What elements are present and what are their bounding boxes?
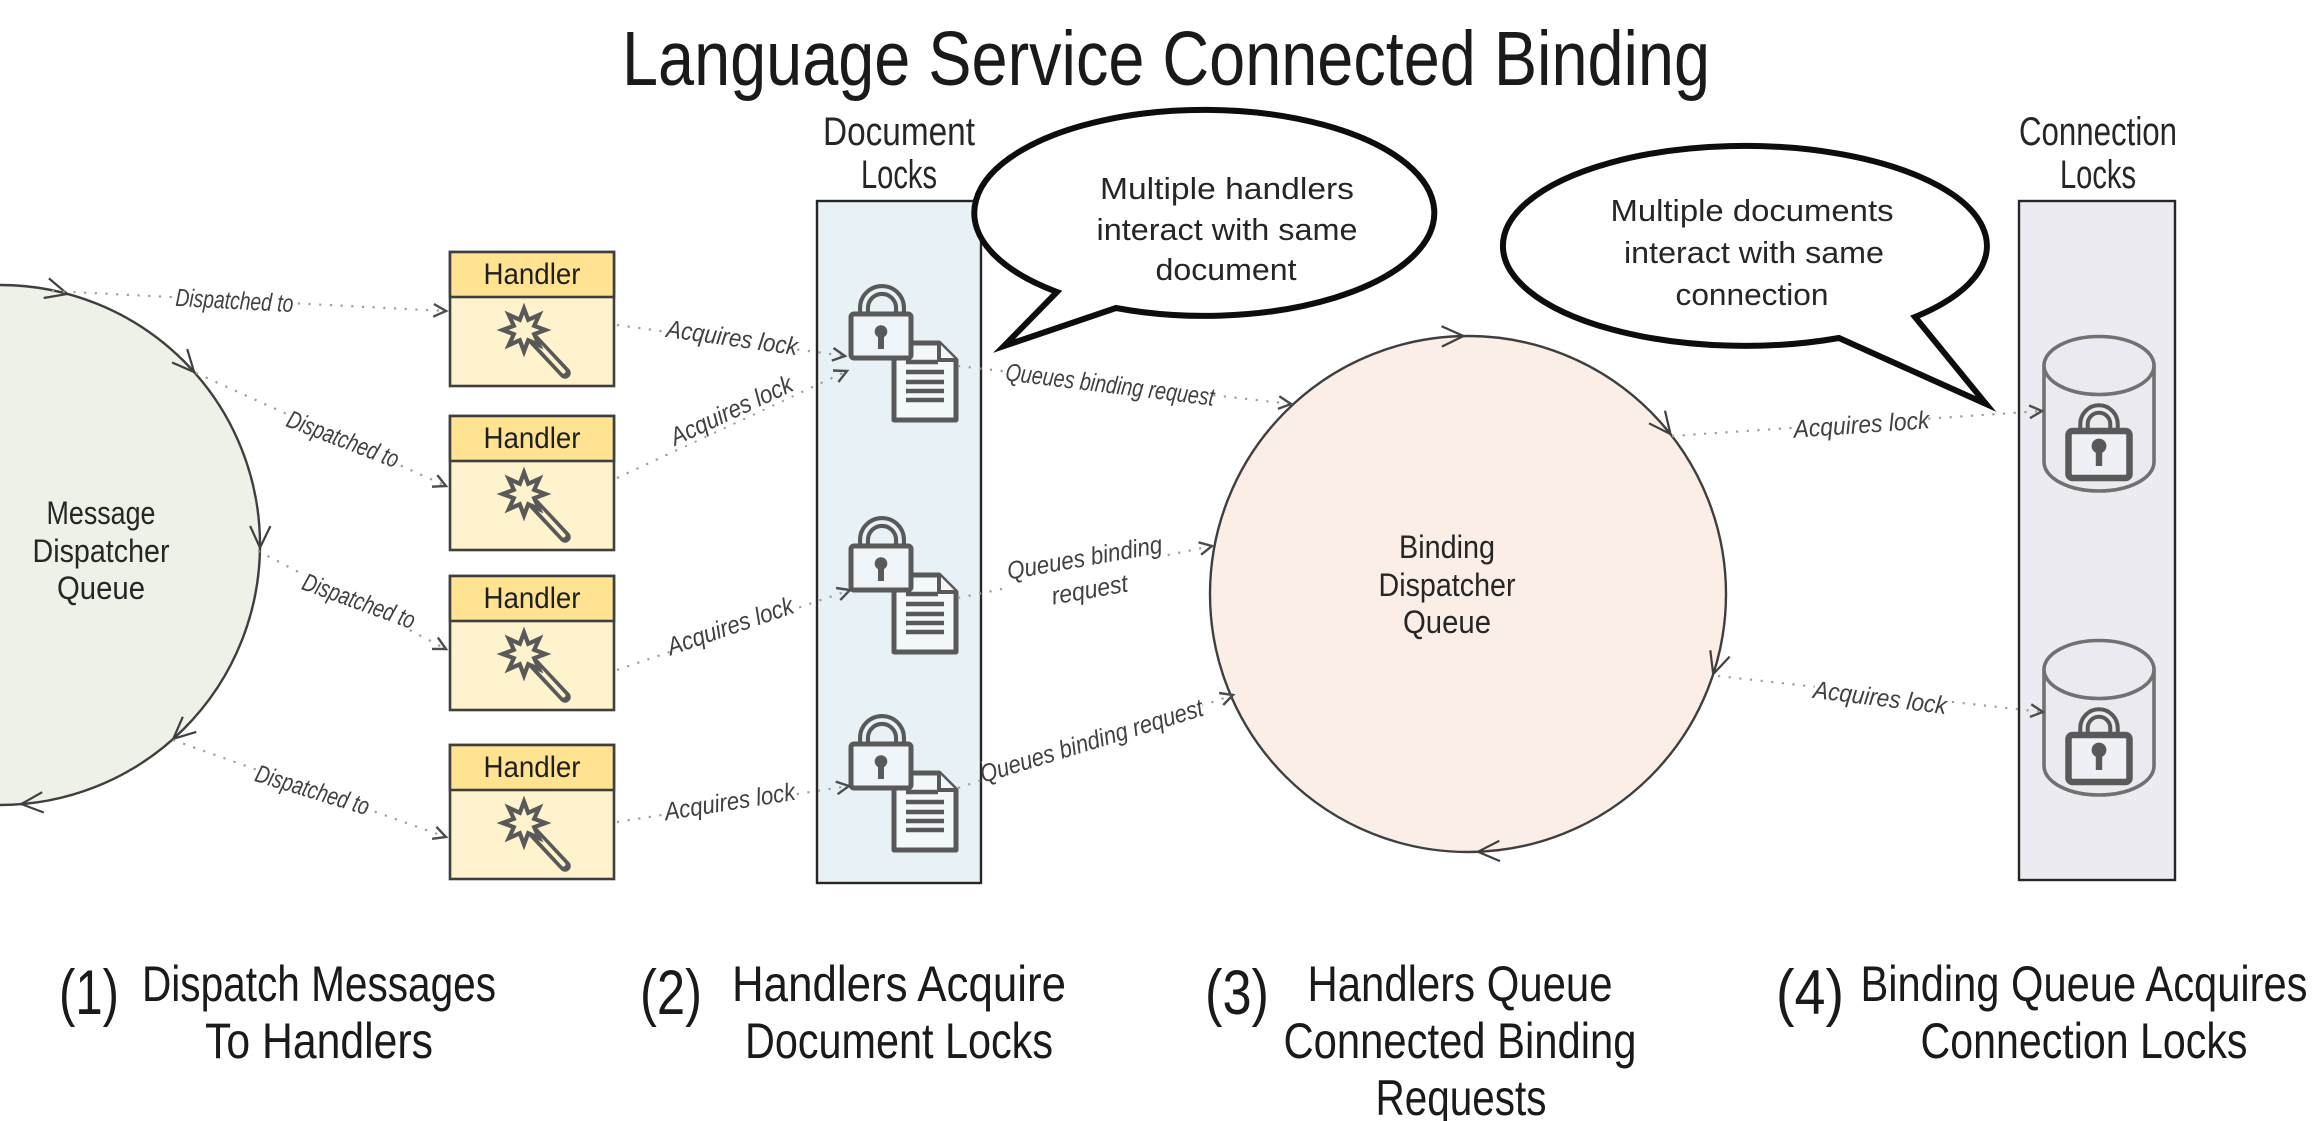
svg-text:Document Locks: Document Locks — [745, 1013, 1053, 1069]
svg-text:Dispatch Messages: Dispatch Messages — [142, 956, 496, 1012]
svg-text:Language Service Connected Bin: Language Service Connected Binding — [622, 16, 1710, 102]
svg-text:Handler: Handler — [484, 582, 581, 615]
svg-text:Multiple handlers: Multiple handlers — [1100, 171, 1354, 206]
svg-text:(1): (1) — [59, 958, 119, 1028]
svg-text:(3): (3) — [1205, 958, 1269, 1028]
svg-text:To Handlers: To Handlers — [205, 1013, 433, 1069]
svg-text:Queue: Queue — [1403, 604, 1491, 640]
svg-text:(4): (4) — [1776, 958, 1844, 1028]
svg-text:Dispatched to: Dispatched to — [175, 284, 294, 318]
svg-text:Binding Queue Acquires: Binding Queue Acquires — [1861, 956, 2308, 1012]
svg-text:Handler: Handler — [484, 422, 581, 455]
svg-text:(2): (2) — [640, 958, 702, 1028]
svg-text:Connection: Connection — [2019, 110, 2177, 154]
svg-text:Handlers Queue: Handlers Queue — [1308, 956, 1613, 1012]
svg-text:Handler: Handler — [484, 258, 581, 291]
svg-text:document: document — [1156, 252, 1297, 287]
svg-text:connection: connection — [1676, 277, 1829, 312]
svg-text:Message: Message — [47, 495, 156, 531]
svg-text:Queue: Queue — [57, 570, 145, 606]
svg-text:Connection Locks: Connection Locks — [1921, 1013, 2248, 1069]
svg-text:Dispatcher: Dispatcher — [1379, 567, 1516, 603]
svg-text:Document: Document — [823, 110, 975, 154]
svg-text:Locks: Locks — [2060, 153, 2136, 197]
svg-text:Binding: Binding — [1399, 529, 1495, 565]
svg-text:Handler: Handler — [484, 751, 581, 784]
svg-text:interact with same: interact with same — [1624, 235, 1884, 270]
svg-text:Multiple documents: Multiple documents — [1611, 193, 1894, 228]
svg-text:Locks: Locks — [861, 153, 937, 197]
svg-text:interact with same: interact with same — [1097, 212, 1358, 247]
svg-text:Requests: Requests — [1376, 1070, 1547, 1121]
svg-text:Connected Binding: Connected Binding — [1284, 1013, 1637, 1069]
svg-text:Dispatcher: Dispatcher — [33, 533, 170, 569]
svg-text:Handlers Acquire: Handlers Acquire — [732, 956, 1066, 1012]
